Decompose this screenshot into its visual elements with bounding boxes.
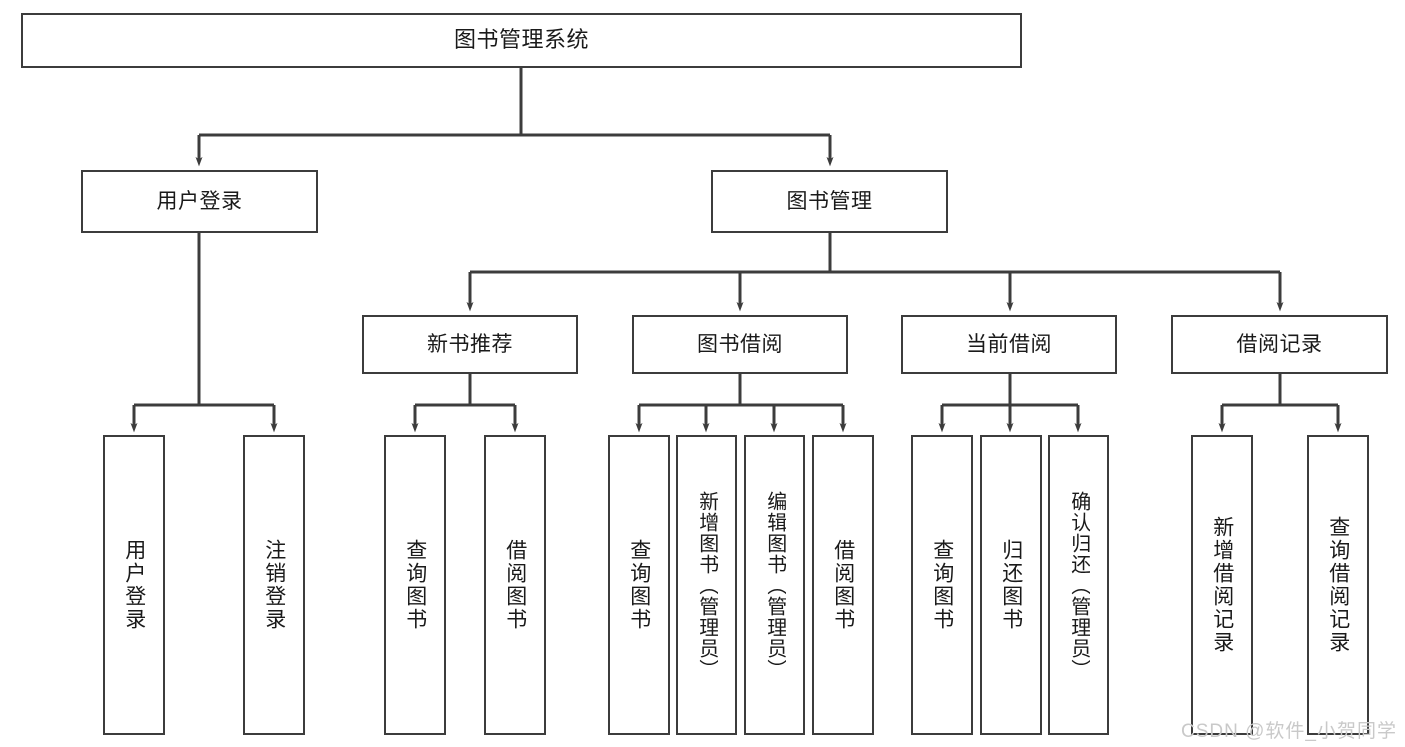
leaf-current-return-book[interactable]: 归还图书: [980, 435, 1042, 735]
node-label: 新增图书（管理员）: [695, 490, 718, 680]
leaf-current-query-book[interactable]: 查询图书: [911, 435, 973, 735]
node-root-system[interactable]: 图书管理系统: [21, 13, 1022, 68]
node-book-borrow[interactable]: 图书借阅: [632, 315, 848, 374]
watermark-text: CSDN @软件_小贺同学: [1181, 721, 1397, 742]
node-label: 归还图书: [999, 539, 1023, 631]
node-label: 新书推荐: [427, 332, 513, 356]
node-label: 用户登录: [156, 189, 243, 213]
node-label: 图书借阅: [697, 332, 783, 356]
node-label: 用户登录: [122, 539, 146, 631]
node-label: 借阅记录: [1236, 332, 1323, 356]
leaf-borrow-borrow-book[interactable]: 借阅图书: [812, 435, 874, 735]
node-label: 当前借阅: [966, 332, 1052, 356]
node-current-borrow[interactable]: 当前借阅: [901, 315, 1117, 374]
leaf-recommend-borrow-book[interactable]: 借阅图书: [484, 435, 546, 735]
node-label: 确认归还（管理员）: [1067, 490, 1090, 680]
node-label: 查询借阅记录: [1326, 516, 1350, 654]
leaf-recommend-query-book[interactable]: 查询图书: [384, 435, 446, 735]
node-label: 图书管理系统: [453, 27, 589, 53]
leaf-user-login-logout[interactable]: 注销登录: [243, 435, 305, 735]
leaf-record-add-record[interactable]: 新增借阅记录: [1191, 435, 1253, 735]
node-label: 查询图书: [627, 539, 651, 631]
leaf-borrow-edit-book-admin[interactable]: 编辑图书（管理员）: [744, 435, 805, 735]
node-label: 借阅图书: [503, 539, 527, 631]
node-label: 新增借阅记录: [1210, 516, 1234, 654]
node-label: 图书管理: [786, 189, 873, 213]
leaf-current-confirm-return-admin[interactable]: 确认归还（管理员）: [1048, 435, 1109, 735]
node-book-management[interactable]: 图书管理: [711, 170, 948, 233]
node-user-login[interactable]: 用户登录: [81, 170, 318, 233]
leaf-record-query-record[interactable]: 查询借阅记录: [1307, 435, 1369, 735]
node-label: 编辑图书（管理员）: [763, 490, 786, 680]
node-label: 注销登录: [262, 539, 286, 631]
node-new-book-recommend[interactable]: 新书推荐: [362, 315, 578, 374]
node-label: 借阅图书: [831, 539, 855, 631]
node-label: 查询图书: [930, 539, 954, 631]
leaf-user-login-login[interactable]: 用户登录: [103, 435, 165, 735]
node-borrow-record[interactable]: 借阅记录: [1171, 315, 1388, 374]
leaf-borrow-add-book-admin[interactable]: 新增图书（管理员）: [676, 435, 737, 735]
leaf-borrow-query-book[interactable]: 查询图书: [608, 435, 670, 735]
node-label: 查询图书: [403, 539, 427, 631]
